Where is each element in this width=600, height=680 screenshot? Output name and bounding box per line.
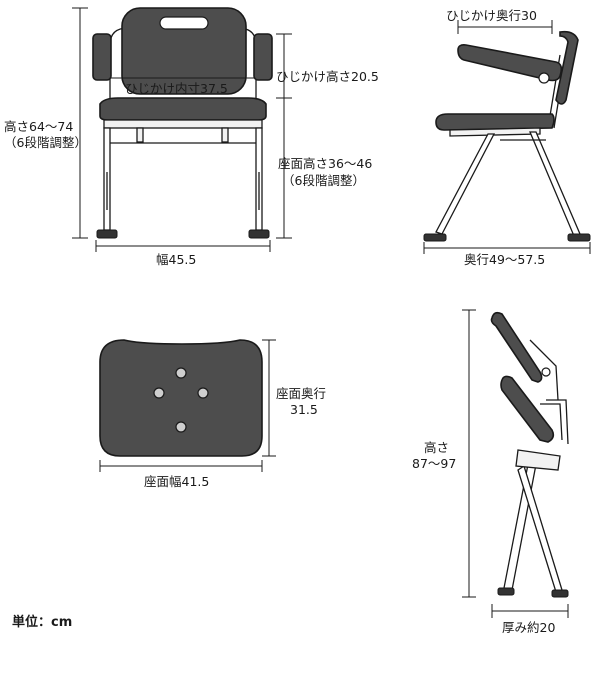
seat-hole-bottom (175, 421, 187, 433)
folded-rear-leg (517, 464, 563, 593)
folded-foot-left (497, 587, 515, 596)
folded-backrest (490, 311, 543, 383)
side-rear-foot (567, 233, 591, 242)
side-front-foot (423, 233, 447, 242)
folded-view: 高さ 87〜97 厚み約20 (412, 309, 569, 635)
seat-hole-right (197, 387, 209, 399)
front-left-armrest (92, 33, 112, 81)
folded-foot-right (551, 589, 569, 598)
side-seat (435, 113, 555, 131)
folded-seat (500, 375, 555, 443)
front-seat (99, 97, 267, 121)
front-armrest-height-label: ひじかけ高さ20.5 (276, 69, 379, 84)
front-seat-height-label: 座面高さ36〜46 (278, 156, 372, 171)
side-backrest (555, 30, 579, 105)
front-armrest-inner-label: ひじかけ内寸37.5 (125, 81, 228, 96)
front-right-armrest (253, 33, 273, 81)
seat-hole-left (153, 387, 165, 399)
side-depth-label: 奥行49〜57.5 (464, 252, 545, 267)
seat-top-view: 座面奥行 31.5 座面幅41.5 (99, 339, 326, 489)
front-seat-height-note: （6段階調整） (282, 173, 365, 188)
front-view: ひじかけ内寸37.5 ひじかけ高さ20.5 高さ64〜74 （6段階調整） 座面… (4, 7, 379, 267)
front-left-foot (96, 229, 118, 239)
side-rear-leg (529, 131, 581, 237)
side-armrest-depth-label: ひじかけ奥行30 (446, 8, 537, 23)
side-armrest (457, 44, 563, 82)
front-height-label: 高さ64〜74 (4, 119, 73, 134)
front-backrest (121, 7, 247, 95)
folded-height-label: 高さ (424, 440, 449, 455)
front-backrest-handle (159, 16, 209, 30)
front-width-label: 幅45.5 (156, 252, 196, 267)
folded-thickness-label: 厚み約20 (502, 620, 555, 635)
seat-hole-top (175, 367, 187, 379)
seat-depth-label: 座面奥行 (276, 386, 326, 401)
side-view: ひじかけ奥行30 奥行49〜57.5 (423, 8, 591, 267)
seat-width-label: 座面幅41.5 (144, 474, 209, 489)
front-right-foot (248, 229, 270, 239)
unit-label: 単位：cm (12, 614, 72, 630)
front-seat-frame (103, 119, 263, 129)
seat-top-plate (99, 339, 263, 457)
front-height-note: （6段階調整） (4, 135, 87, 150)
side-front-leg (435, 133, 496, 235)
folded-height-value: 87〜97 (412, 456, 456, 471)
seat-depth-value: 31.5 (290, 402, 318, 417)
